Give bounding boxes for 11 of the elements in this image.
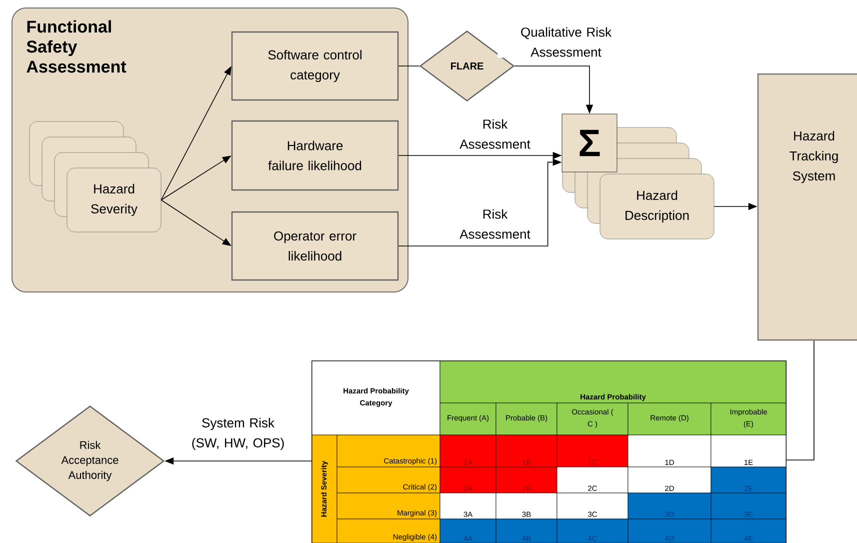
system-box: Hazard Tracking System <box>757 73 857 341</box>
process-box: Hardware failure likelihood <box>231 120 399 191</box>
edge-label: Qualitative Risk Assessment <box>521 27 612 57</box>
node-label: Severity <box>91 204 138 216</box>
edge-label: System Risk (SW, HW, OPS) <box>192 418 284 450</box>
process-box: Operator error likelihood <box>231 211 399 281</box>
card-stack: Hazard Severity <box>29 121 162 232</box>
process-box: Software control category <box>231 31 399 101</box>
edge-label: Risk Assessment <box>460 209 530 239</box>
sum-box: Σ <box>562 114 618 172</box>
edge-label: Risk Assessment <box>460 119 530 149</box>
